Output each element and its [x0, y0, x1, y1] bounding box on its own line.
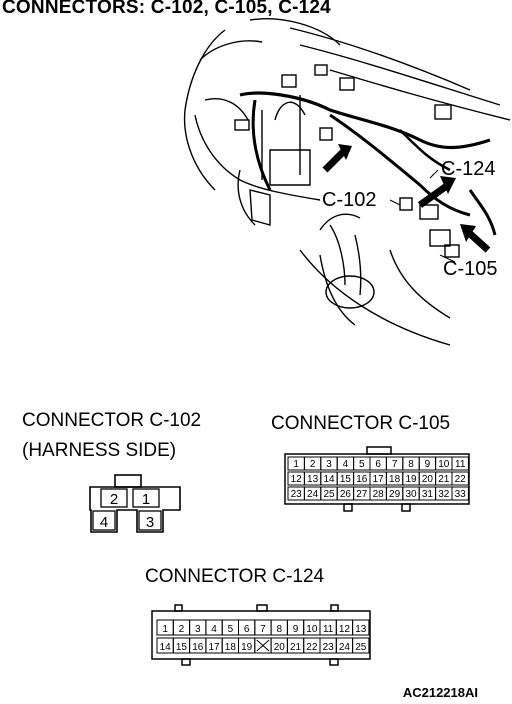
c124-pin-label: 18: [225, 642, 237, 653]
c105-pin-cell: [451, 486, 469, 501]
c124-pin-label: 21: [290, 642, 302, 653]
callout-c124: C-124: [441, 158, 496, 180]
c124-pin-label: 20: [274, 642, 286, 653]
c105-pin-label: 25: [323, 489, 335, 500]
c105-pin-label: 9: [425, 459, 431, 470]
c124-blank-pin-mark: [256, 639, 270, 652]
c102-pin-2: 2: [110, 491, 118, 508]
c105-pin-label: 13: [307, 474, 319, 485]
c105-pin-label: 21: [438, 474, 450, 485]
c124-pin-label: 2: [179, 624, 185, 635]
c105-pin-label: 1: [293, 459, 299, 470]
c105-pin-cell: [451, 456, 469, 471]
c105-pin-label: 29: [389, 489, 401, 500]
c105-pin-label: 33: [455, 489, 467, 500]
c105-heading: CONNECTOR C-105: [271, 413, 451, 434]
figure-code: AC212218AI: [402, 685, 478, 700]
c124-pin-label: 16: [192, 642, 204, 653]
c102-pin-3: 3: [146, 514, 154, 531]
c124-pin-label: 11: [323, 624, 334, 635]
c105-pin-label: 15: [340, 474, 352, 485]
c102-pin-cell: [100, 488, 128, 508]
c124-pin-label: 8: [276, 624, 282, 635]
c124-pin-label: 3: [195, 624, 201, 635]
callout-c102: C-102: [322, 189, 377, 211]
c124-pin-label: 13: [355, 624, 367, 635]
c124-pin-label: 9: [293, 624, 299, 635]
c105-pin-label: 20: [422, 474, 434, 485]
c124-pin-label: 19: [241, 642, 253, 653]
c102-pin-cell: [92, 510, 116, 531]
c105-pin-label: 24: [307, 489, 319, 500]
c124-pin-cell: [352, 637, 370, 654]
c105-pin-label: 23: [291, 489, 303, 500]
c102-pin-4: 4: [100, 514, 108, 531]
c124-pin-cell: [352, 619, 370, 636]
c105-pin-label: 28: [373, 489, 385, 500]
c102-pin-cell: [132, 488, 160, 508]
c105-pin-label: 31: [422, 489, 434, 500]
callout-c105: C-105: [443, 258, 498, 280]
c105-pin-label: 22: [455, 474, 467, 485]
c102-subheading: (HARNESS SIDE): [22, 440, 177, 461]
c124-pin-label: 10: [306, 624, 318, 635]
c105-pin-cell: [451, 471, 469, 486]
c105-pin-label: 10: [438, 459, 450, 470]
c105-pin-label: 12: [291, 474, 303, 485]
c124-pin-label: 22: [306, 642, 318, 653]
c102-pin-cell: [138, 510, 162, 531]
c105-pin-label: 32: [438, 489, 450, 500]
c102-heading: CONNECTOR C-102: [22, 410, 202, 431]
c105-pin-label: 30: [405, 489, 417, 500]
c105-pin-label: 27: [356, 489, 368, 500]
c105-pin-label: 4: [343, 459, 349, 470]
c124-pin-label: 1: [162, 624, 168, 635]
c124-pin-label: 15: [176, 642, 188, 653]
c105-pin-label: 11: [455, 459, 466, 470]
c105-pin-label: 14: [323, 474, 335, 485]
c105-pin-label: 8: [408, 459, 414, 470]
c124-pin-label: 23: [323, 642, 335, 653]
c124-pin-label: 7: [260, 624, 266, 635]
c105-pin-label: 2: [310, 459, 316, 470]
c124-pin-label: 14: [160, 642, 172, 653]
c124-pin-label: 6: [244, 624, 250, 635]
c105-pin-label: 7: [392, 459, 398, 470]
c105-pin-label: 19: [405, 474, 417, 485]
c105-pin-label: 17: [373, 474, 385, 485]
c105-pin-label: 18: [389, 474, 401, 485]
c105-pin-label: 16: [356, 474, 368, 485]
c124-pin-label: 12: [339, 624, 351, 635]
c105-pin-label: 26: [340, 489, 352, 500]
c124-heading: CONNECTOR C-124: [145, 566, 325, 587]
c102-pin-1: 1: [142, 491, 150, 508]
diagram-title: CONNECTORS: C-102, C-105, C-124: [2, 0, 331, 18]
c105-pin-label: 6: [375, 459, 381, 470]
c105-pin-label: 3: [326, 459, 332, 470]
c124-pin-label: 17: [208, 642, 220, 653]
c124-pin-label: 25: [355, 642, 367, 653]
c124-pin-label: 5: [228, 624, 234, 635]
c124-pin-label: 4: [211, 624, 217, 635]
c124-pin-label: 24: [339, 642, 351, 653]
c105-pin-label: 5: [359, 459, 365, 470]
